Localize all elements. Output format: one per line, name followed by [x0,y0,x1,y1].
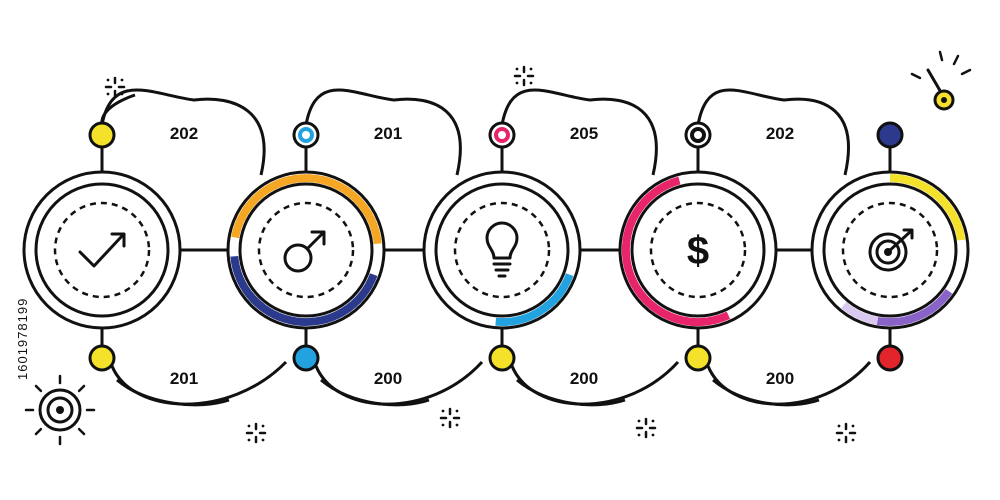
sun-target-icon [24,374,96,446]
inner-ring [34,182,170,318]
male-symbol-icon [283,230,326,273]
decorations-layer [24,50,972,446]
bottom-inner-arc [712,378,820,407]
outer-ring [22,170,182,330]
dashed-ring [841,201,939,299]
inner-ring [238,182,374,318]
top-connector-arc [100,93,136,126]
sparkle-icon [835,422,857,444]
inner-ring [434,182,570,318]
lightbulb-icon [485,221,519,278]
bottom-inner-arc [116,378,230,407]
sparkle-icon [439,407,461,429]
bottom-marker-dot [488,344,516,372]
outer-ring [422,170,582,330]
timeline-node-5 [810,121,970,372]
bell-switch-icon [910,50,972,111]
inner-ring [822,182,958,318]
inner-ring [630,182,766,318]
progress-arc [889,174,966,241]
stock-id-text: 1601978199 [15,298,30,380]
bottom-inner-arc [320,378,430,407]
top-marker-dot-center [494,127,510,143]
top-marker-dot [292,121,320,149]
bottom-value-label: 201 [170,369,198,388]
dashed-ring [257,201,355,299]
top-marker-dot [88,121,116,149]
target-icon [868,228,914,272]
bottom-marker-dot [876,344,904,372]
progress-arc [876,288,953,326]
bottom-value-label: 200 [374,369,402,388]
top-value-label: 202 [766,124,794,143]
bottom-marker-dot [292,344,320,372]
top-marker-dot [488,121,516,149]
sparkle-icon [245,422,267,444]
progress-arc [621,176,731,327]
bottom-value-label: 200 [570,369,598,388]
top-connector-arc [500,88,658,176]
connector-layer [100,88,872,407]
top-connector-arc [696,88,850,176]
check-arrow-icon [78,232,126,268]
bottom-inner-arc [516,378,626,407]
sparkle-icon [635,417,657,439]
top-value-label: 202 [170,124,198,143]
outer-ring [226,170,386,330]
sparkle-icon [513,65,535,87]
dashed-ring [649,201,747,299]
nodes-layer: 202 201 201 200 205 200 $202 200 [22,121,970,388]
timeline-node-3: 205 200 [422,121,598,388]
bottom-marker-dot [88,344,116,372]
top-value-label: 201 [374,124,402,143]
top-connector-arc [304,88,462,176]
timeline-node-4: $202 200 [618,121,794,388]
progress-arc [841,302,879,325]
top-value-label: 205 [570,124,598,143]
bottom-marker-dot [684,344,712,372]
sparkle-icon [104,76,126,98]
progress-arc [495,273,574,326]
bottom-value-label: 200 [766,369,794,388]
dashed-ring [53,201,151,299]
timeline-node-1: 202 201 [22,121,198,388]
top-connector-arc [100,88,266,176]
top-marker-dot-center [298,127,314,143]
dashed-ring [453,201,551,299]
top-marker-dot [684,121,712,149]
top-marker-dot [876,121,904,149]
svg-text:$: $ [687,229,709,273]
outer-ring [618,170,778,330]
top-marker-dot-center [690,127,706,143]
dollar-icon: $ [687,229,709,273]
bottom-connector-arc [110,360,288,406]
timeline-node-2: 201 200 [226,121,402,388]
progress-arc [231,174,382,245]
progress-arc [230,255,378,326]
